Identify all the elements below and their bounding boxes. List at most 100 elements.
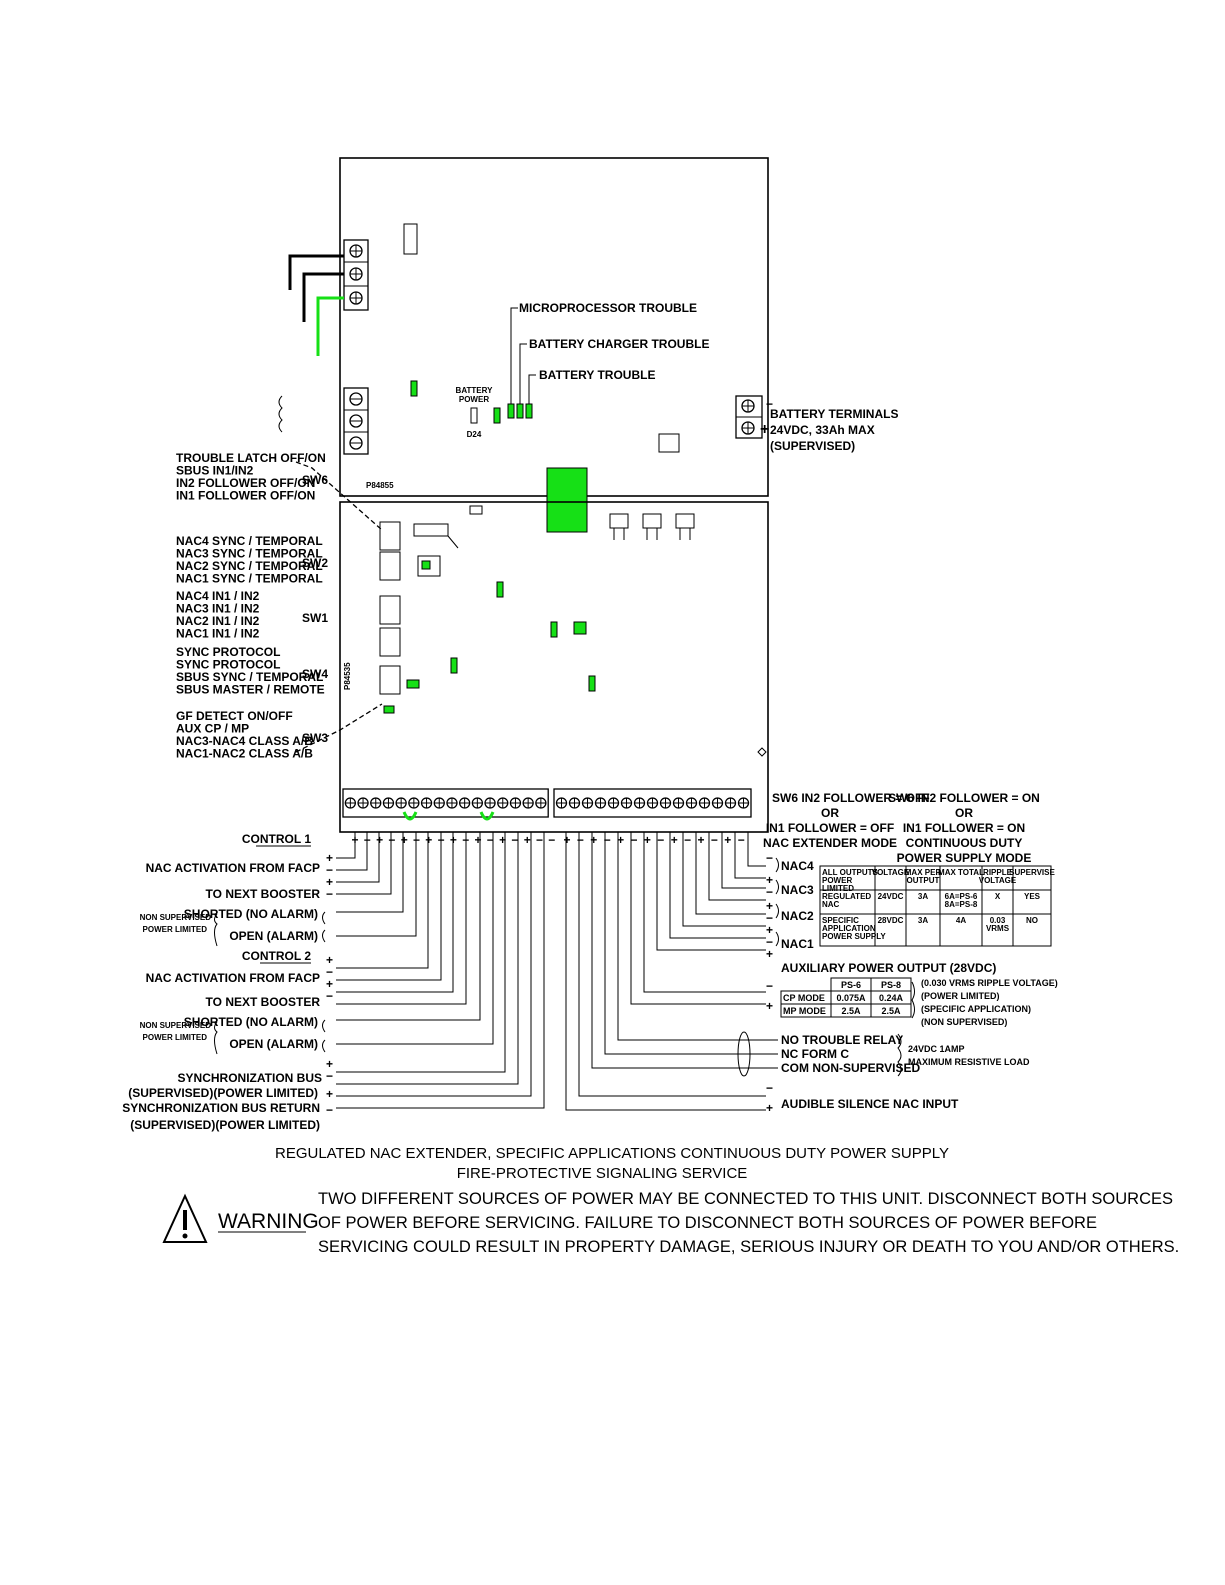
relay-rating: 24VDC 1AMP: [908, 1044, 965, 1054]
switch-setting-label: IN2 FOLLOWER OFF/ON: [176, 476, 315, 490]
warning-text: OF POWER BEFORE SERVICING. FAILURE TO DI…: [318, 1214, 1097, 1232]
table-cell: MAX TOTAL: [938, 868, 984, 877]
switch-name: SW2: [302, 556, 328, 570]
battery-power-label: POWER: [459, 395, 489, 404]
polarity-plus: +: [766, 1101, 773, 1115]
terminal-polarity: +: [474, 833, 481, 847]
table-cell: VRMS: [986, 924, 1010, 933]
lower-board: P84535: [339, 501, 769, 833]
switch-setting-label: NAC4 IN1 / IN2: [176, 589, 260, 603]
switch-setting-label: AUX CP / MP: [176, 722, 249, 736]
table-cell: 2.5A: [841, 1006, 861, 1016]
status-led: [406, 679, 420, 689]
polarity-minus: −: [326, 1103, 333, 1117]
polarity-plus: +: [326, 977, 333, 991]
table-cell: SUPERVISE: [1009, 868, 1055, 877]
terminal-polarity: −: [604, 833, 611, 847]
polarity-minus: −: [326, 887, 333, 901]
table-cell: X: [995, 892, 1001, 901]
mode-extender-line1: SW6 IN2 FOLLOWER = OFF: [772, 791, 930, 805]
switch-setting-label: NAC2 SYNC / TEMPORAL: [176, 559, 323, 573]
transistor: [609, 513, 629, 529]
sync-bus-return-label: SYNCHRONIZATION BUS RETURN: [122, 1101, 320, 1115]
battery-rating-label: 24VDC, 33Ah MAX: [770, 423, 875, 437]
switch-setting-label: NAC3-NAC4 CLASS A/B: [176, 734, 313, 748]
mode-extender-line3: NAC EXTENDER MODE: [763, 836, 897, 850]
switch-setting-label: NAC1 IN1 / IN2: [176, 627, 260, 641]
switch-setting-label: TROUBLE LATCH OFF/ON: [176, 451, 326, 465]
switch-setting-label: NAC2 IN1 / IN2: [176, 614, 260, 628]
terminal-polarity: +: [617, 833, 624, 847]
mode-continuous-line1: SW6 IN2 FOLLOWER = ON: [888, 791, 1040, 805]
polarity-minus: −: [766, 911, 773, 925]
sync-bus-label: SYNCHRONIZATION BUS: [178, 1071, 322, 1085]
terminal-polarity: +: [524, 833, 531, 847]
lower-board-part-number: P84535: [343, 662, 352, 690]
table-cell: 24VDC: [878, 892, 904, 901]
table-cell: 6A=PS-6: [945, 892, 978, 901]
status-led: [410, 380, 418, 397]
terminal-polarity: −: [630, 833, 637, 847]
polarity-plus: +: [326, 1057, 333, 1071]
open-alarm-label: OPEN (ALARM): [229, 1037, 318, 1051]
table-cell: 0.03: [990, 916, 1006, 925]
battery-charger-trouble-led: [516, 403, 524, 419]
table-cell: 0.24A: [879, 993, 904, 1003]
nac3-label: NAC3: [781, 883, 814, 897]
mode-continuous-line4: POWER SUPPLY MODE: [897, 851, 1032, 865]
aux-note: (SPECIFIC APPLICATION): [921, 1004, 1031, 1014]
terminal-polarity: +: [563, 833, 570, 847]
diode-label: D24: [467, 430, 482, 439]
power-limited-label: POWER LIMITED: [143, 925, 208, 934]
table-cell: SPECIFIC: [822, 916, 859, 925]
table-cell: POWER SUPPLY: [822, 932, 886, 941]
non-supervised-label: NON SUPERVISED: [140, 913, 212, 922]
right-wiring: NAC4 NAC3 NAC2 NAC1 − + − + − + − + − + …: [565, 832, 814, 1115]
table-cell: LIMITED: [822, 884, 854, 893]
switch-setting-label: IN1 FOLLOWER OFF/ON: [176, 489, 315, 503]
polarity-minus: −: [766, 979, 773, 993]
battery-plus: +: [760, 421, 769, 438]
polarity-minus: −: [326, 965, 333, 979]
polarity-plus: +: [326, 875, 333, 889]
footer-subtitle: FIRE-PROTECTIVE SIGNALING SERVICE: [457, 1165, 748, 1182]
table-cell: PS-8: [881, 980, 901, 990]
switch-setting-label: NAC3 IN1 / IN2: [176, 602, 260, 616]
table-cell: 0.075A: [836, 993, 866, 1003]
switch-setting-label: NAC1 SYNC / TEMPORAL: [176, 572, 323, 586]
table-cell: OUTPUT: [907, 876, 940, 885]
mode-notes: SW6 IN2 FOLLOWER = OFF OR IN1 FOLLOWER =…: [763, 791, 1040, 865]
nac-activation-label: NAC ACTIVATION FROM FACP: [146, 861, 320, 875]
upper-board-part-number: P84855: [366, 481, 394, 490]
mode-extender-or: OR: [821, 806, 839, 820]
table-cell: VOLTAGE: [979, 876, 1017, 885]
power-limited-label: POWER LIMITED: [143, 1033, 208, 1042]
microprocessor-trouble-led: [507, 403, 515, 419]
audible-silence-label: AUDIBLE SILENCE NAC INPUT: [781, 1097, 959, 1111]
terminal-strip-right: [553, 788, 752, 818]
terminal-polarity: −: [548, 833, 555, 847]
control2-label: CONTROL 2: [242, 949, 311, 963]
terminal-polarity: +: [499, 833, 506, 847]
switch-setting-label: SYNC PROTOCOL: [176, 658, 280, 672]
table-cell: ALL OUTPUTS: [822, 868, 879, 877]
status-led: [588, 675, 596, 692]
switch-name: SW4: [302, 667, 328, 681]
status-led: [493, 407, 501, 424]
switch-name: SW6: [302, 473, 328, 487]
transistor: [642, 513, 662, 529]
mode-continuous-line2: IN1 FOLLOWER = ON: [903, 821, 1025, 835]
status-led: [421, 560, 431, 570]
polarity-plus: +: [766, 999, 773, 1013]
switch-setting-label: SBUS IN1/IN2: [176, 464, 254, 478]
status-led: [550, 621, 558, 638]
terminal-polarity: +: [671, 833, 678, 847]
nac1-label: NAC1: [781, 937, 814, 951]
status-led: [496, 581, 504, 598]
relay-com-label: COM NON-SUPERVISED: [781, 1061, 920, 1075]
terminal-strip-left: [342, 788, 549, 818]
relay-nc-label: NC FORM C: [781, 1047, 849, 1061]
table-cell: 3A: [918, 916, 928, 925]
